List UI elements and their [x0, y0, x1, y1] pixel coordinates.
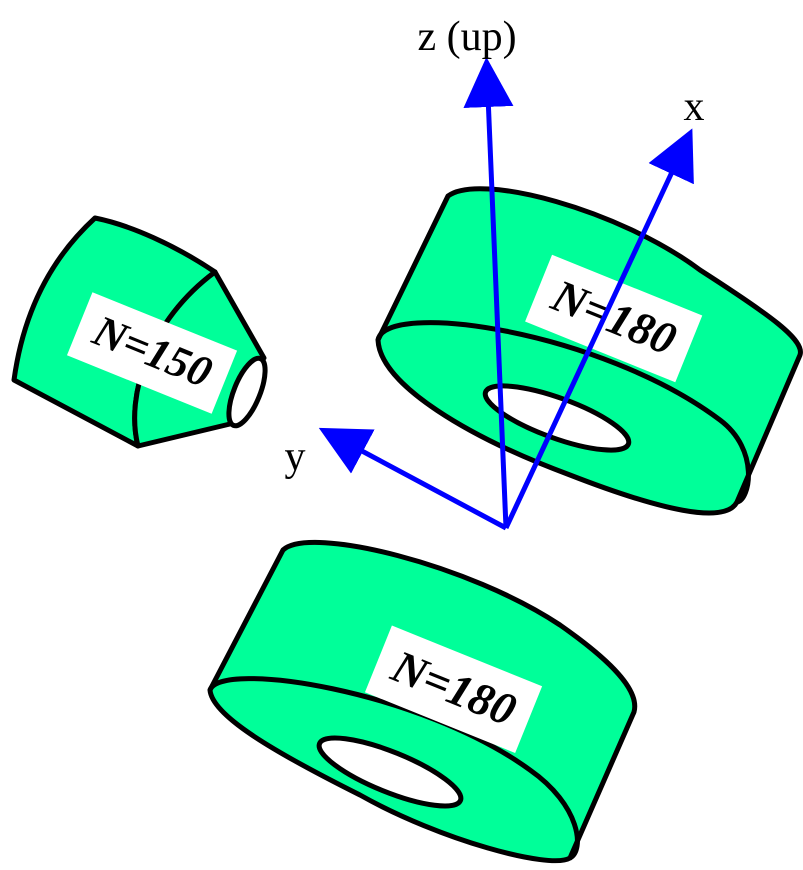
x-axis-line: [503, 128, 694, 530]
lower-ring-top-edge: [207, 676, 580, 861]
y-axis-line: [318, 427, 508, 531]
y-axis-label: y: [285, 434, 306, 480]
upper-ring-top-edge: [375, 320, 751, 505]
cone-object: N=150: [11, 215, 268, 449]
cone-end-opening: [226, 355, 268, 429]
x-axis-label: x: [684, 84, 705, 130]
lower-ring-hole: [316, 735, 464, 809]
lower-ring-label-box: [364, 625, 543, 753]
lower-ring: N=180: [207, 539, 638, 864]
z-axis-label: z (up): [417, 14, 516, 60]
axes: [318, 57, 694, 531]
cone-label-box: [66, 292, 238, 414]
upper-ring-label-box: [525, 254, 703, 383]
z-axis-line: [463, 57, 514, 529]
